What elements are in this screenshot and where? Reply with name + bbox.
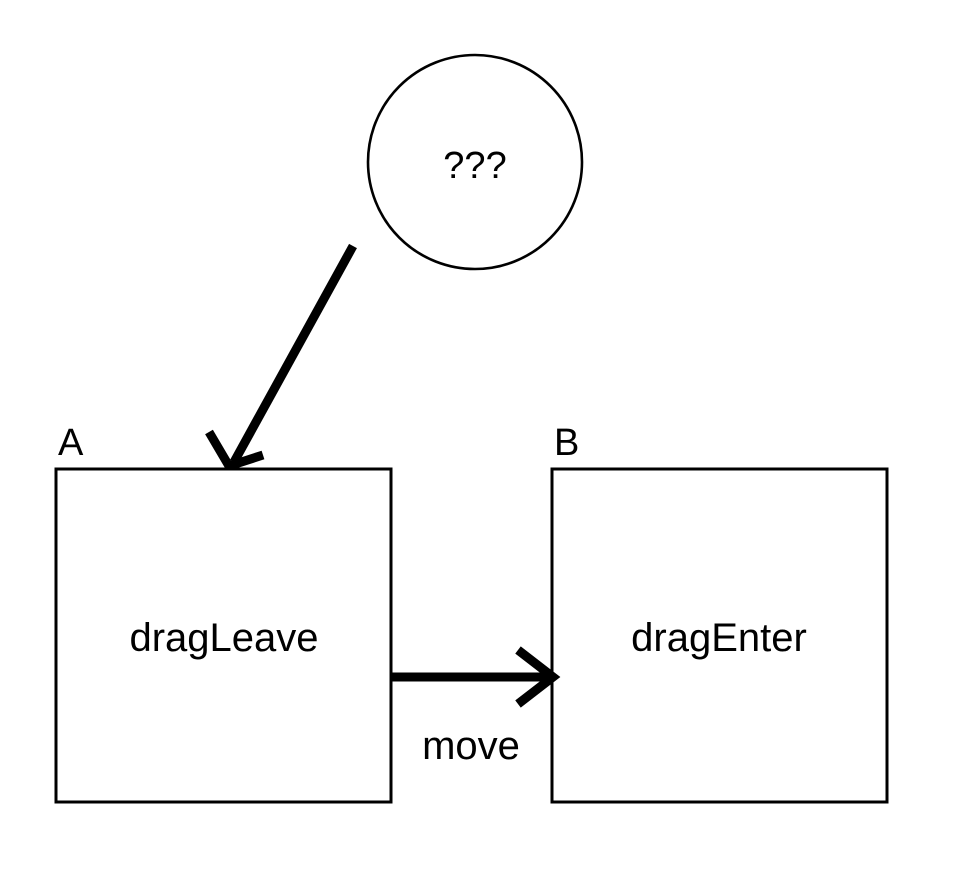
node-box-b-corner-label: B [554,422,579,464]
node-box-b-rect[interactable] [550,467,889,804]
node-box-a-corner-label: A [58,422,84,464]
edge-a-to-b-arrowhead [515,646,561,708]
node-unknown-source-circle[interactable] [366,53,584,271]
node-box-a-label: dragLeave [129,616,318,660]
edge-a-to-b-label: move [422,724,520,768]
node-unknown-source-label: ??? [443,145,506,187]
node-box-a-rect[interactable] [54,467,393,804]
edge-unknown-to-a-arrowhead [205,429,265,472]
edge-unknown-to-a-line[interactable] [230,243,357,465]
node-box-b-label: dragEnter [631,616,807,660]
